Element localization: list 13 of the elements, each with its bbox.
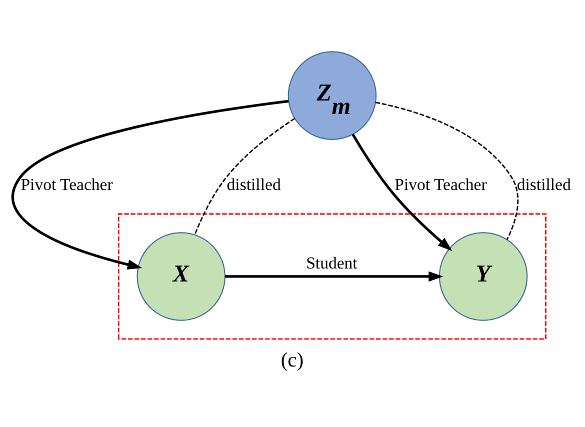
edge-label: Student (306, 252, 358, 272)
caption: (c) (280, 349, 304, 372)
connector (194, 117, 295, 235)
cluster (118, 212, 546, 340)
node-circle: X (136, 232, 226, 320)
edge-label: Pivot Teacher (394, 174, 487, 194)
edge-label: distilled (516, 174, 571, 194)
arrow (11, 99, 289, 270)
arrow (225, 270, 444, 282)
connector (375, 101, 519, 240)
arrow (352, 133, 452, 251)
edge-label: Pivot Teacher (20, 174, 113, 194)
edge-label: distilled (226, 174, 281, 194)
